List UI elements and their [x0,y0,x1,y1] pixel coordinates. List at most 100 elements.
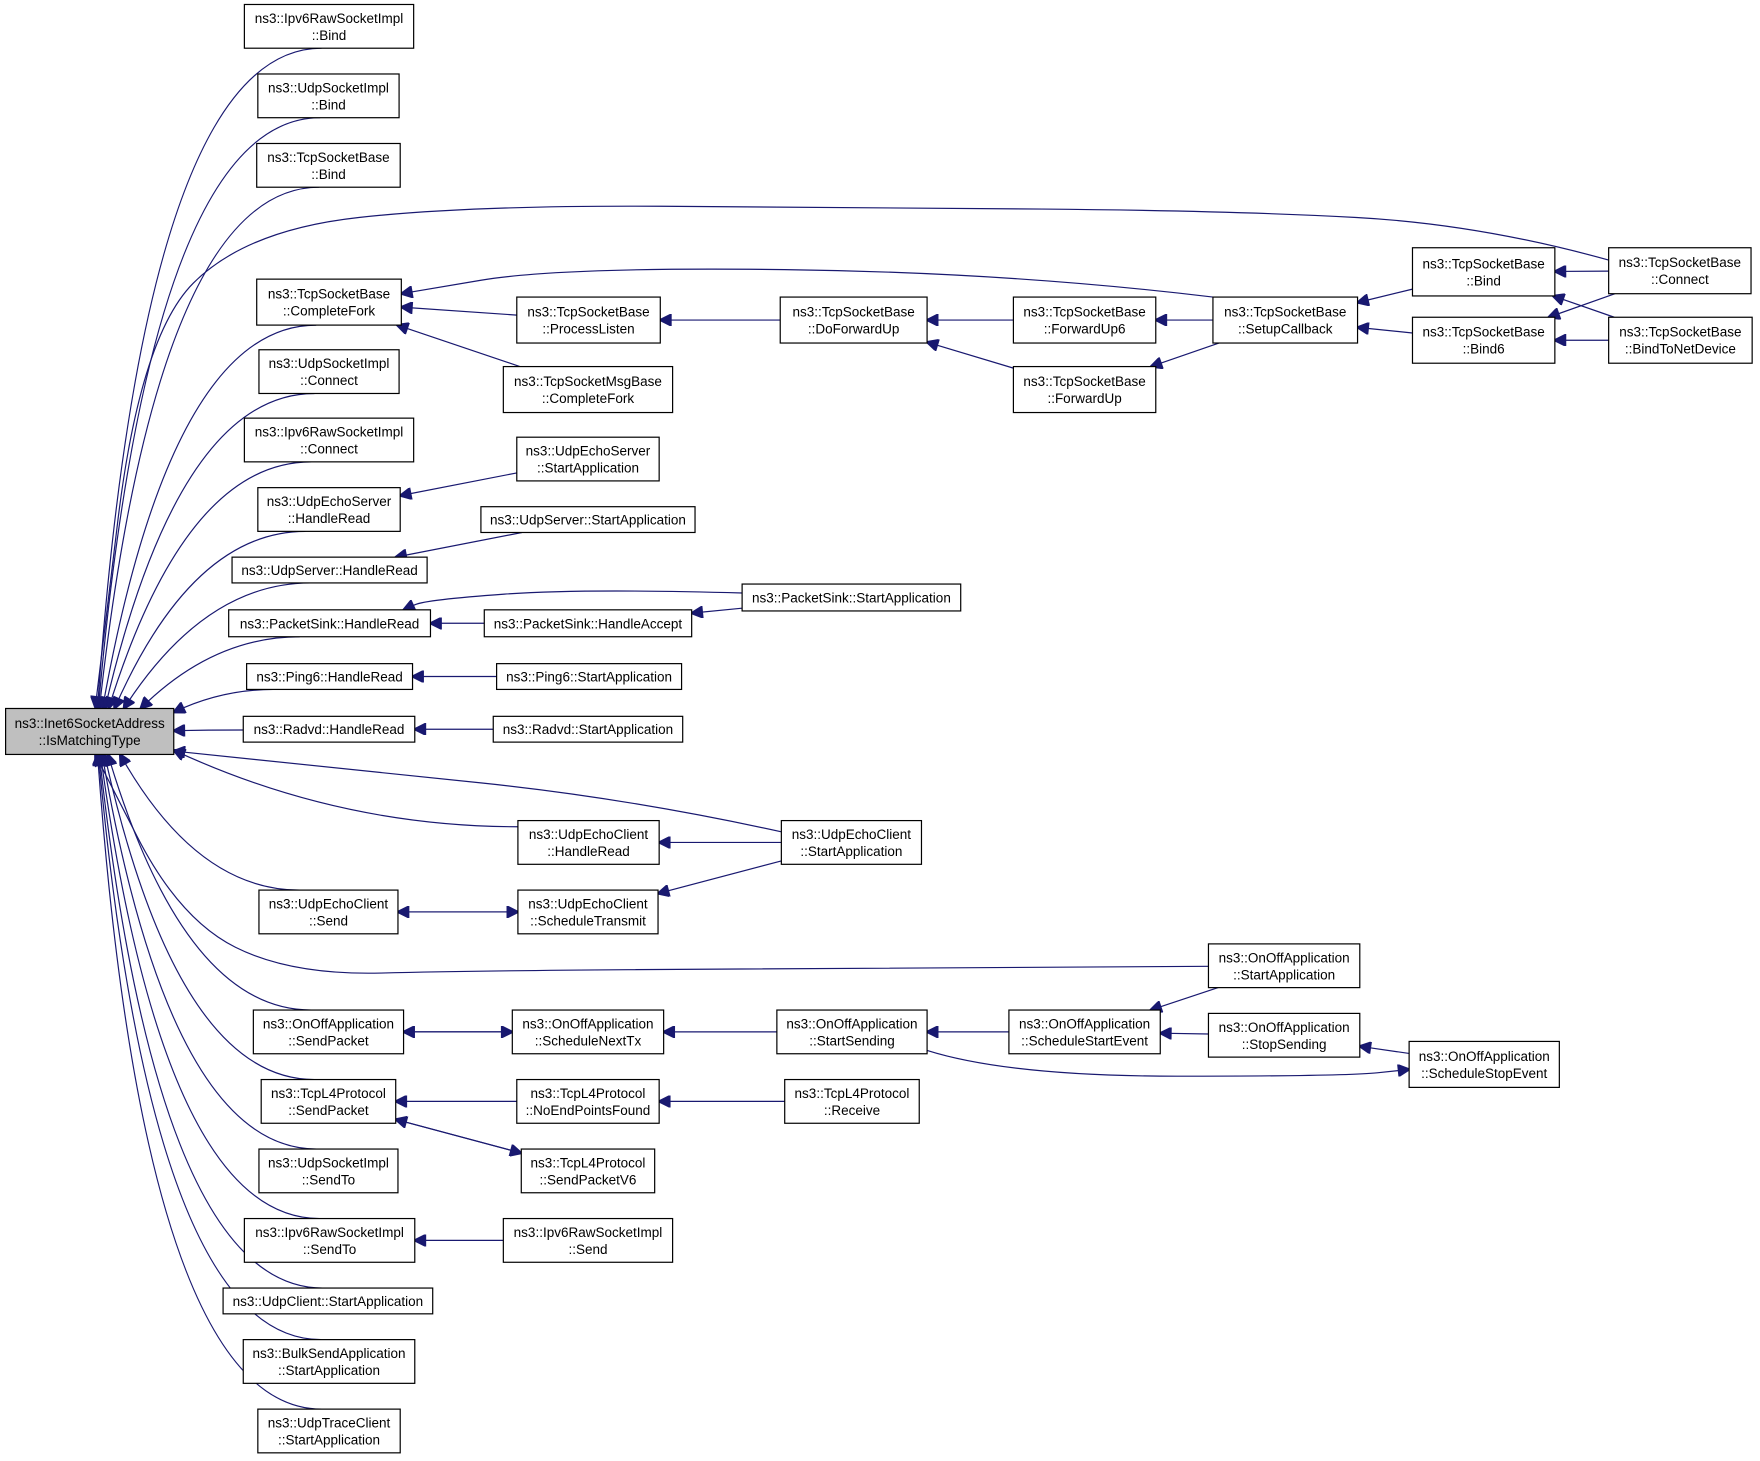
node-n34[interactable]: ns3::UdpEchoClient::StartApplication [780,819,923,865]
node-label: ns3::PacketSink::HandleRead [240,616,419,631]
node-n40[interactable]: ns3::OnOffApplication::ScheduleStartEven… [1008,1009,1161,1055]
node-label: ::StopSending [1242,1037,1327,1052]
node-label: ns3::OnOffApplication [263,1016,394,1031]
node-box [257,73,400,119]
node-box [243,417,415,463]
node-n39[interactable]: ns3::TcpSocketBase::ForwardUp [1012,365,1157,414]
edge-n42-to-n40 [1151,987,1219,1010]
node-n32[interactable]: ns3::Ipv6RawSocketImpl::Send [502,1217,674,1263]
node-n46[interactable]: ns3::OnOffApplication::ScheduleStopEvent [1408,1040,1560,1088]
node-n29[interactable]: ns3::OnOffApplication::ScheduleNextTx [511,1009,665,1055]
node-label: ::StartSending [809,1033,895,1048]
node-box [258,349,400,395]
node-label: ::CompleteFork [283,304,376,319]
node-n10[interactable]: ns3::Ping6::HandleRead [246,663,414,691]
node-n37[interactable]: ns3::TcpL4Protocol::Receive [784,1078,920,1124]
node-label: ns3::PacketSink::StartApplication [752,591,951,606]
node-label: ns3::TcpSocketBase [792,305,914,320]
node-box [502,365,674,414]
node-label: ns3::Ipv6RawSocketImpl [255,1225,404,1240]
node-n7[interactable]: ns3::UdpEchoServer::HandleRead [257,487,401,532]
node-n17[interactable]: ns3::Ipv6RawSocketImpl::SendTo [243,1217,416,1263]
edge-n48-to-n44 [1553,296,1615,318]
node-label: ns3::TcpSocketBase [268,287,390,302]
node-n43[interactable]: ns3::OnOffApplication::StopSending [1207,1012,1361,1058]
edge-n1-to-root [97,47,322,708]
node-box [1411,316,1556,364]
node-n3[interactable]: ns3::TcpSocketBase::Bind [256,142,401,188]
node-label: ns3::TcpL4Protocol [531,1155,646,1170]
node-n9[interactable]: ns3::PacketSink::HandleRead [228,609,432,638]
node-n6[interactable]: ns3::Ipv6RawSocketImpl::Connect [243,417,415,463]
node-n38[interactable]: ns3::TcpSocketBase::ForwardUp6 [1012,296,1157,344]
node-label: ns3::TcpL4Protocol [531,1086,646,1101]
node-label: ::ForwardUp6 [1044,322,1126,337]
node-n8[interactable]: ns3::UdpServer::HandleRead [231,556,428,584]
edge-n47-to-n45 [1549,293,1616,318]
node-label: ns3::TcpSocketBase [1224,305,1346,320]
node-box [1207,943,1361,989]
node-n36[interactable]: ns3::OnOffApplication::StartSending [776,1009,928,1055]
node-n18[interactable]: ns3::UdpClient::StartApplication [222,1287,434,1315]
node-n25[interactable]: ns3::PacketSink::HandleAccept [483,609,693,638]
node-n5[interactable]: ns3::UdpSocketImpl::Connect [258,349,400,395]
node-n30[interactable]: ns3::TcpL4Protocol::NoEndPointsFound [516,1078,660,1124]
edge-n14-to-root [108,754,312,1011]
node-box [741,583,962,612]
node-n27[interactable]: ns3::Radvd::StartApplication [492,715,684,743]
node-n19[interactable]: ns3::BulkSendApplication::StartApplicati… [242,1339,416,1384]
node-label: ns3::Inet6SocketAddress [15,716,165,731]
node-n1[interactable]: ns3::Ipv6RawSocketImpl::Bind [243,3,415,49]
node-n14[interactable]: ns3::OnOffApplication::SendPacket [252,1009,405,1055]
node-n42[interactable]: ns3::OnOffApplication::StartApplication [1207,943,1361,989]
node-n23[interactable]: ns3::UdpEchoServer::StartApplication [516,436,660,482]
node-n4[interactable]: ns3::TcpSocketBase::CompleteFork [256,278,402,326]
node-box [231,556,428,584]
node-n28[interactable]: ns3::UdpEchoClient::ScheduleTransmit [517,889,659,935]
node-label: ns3::UdpClient::StartApplication [233,1294,424,1309]
edge-n24-to-n8 [396,531,523,557]
edge-n2-to-root [98,117,321,709]
nodes: ns3::Inet6SocketAddress::IsMatchingTypen… [5,3,1753,1454]
node-n31[interactable]: ns3::TcpL4Protocol::SendPacketV6 [520,1148,656,1194]
node-box [483,609,693,638]
node-n35[interactable]: ns3::TcpSocketBase::DoForwardUp [779,296,928,344]
node-box [1411,247,1556,297]
edge-n7-to-root [114,530,306,708]
node-n20[interactable]: ns3::UdpTraceClient::StartApplication [257,1408,401,1454]
node-label: ::HandleRead [288,511,371,526]
node-n11[interactable]: ns3::Radvd::HandleRead [242,715,416,743]
node-box [257,487,401,532]
node-n16[interactable]: ns3::UdpSocketImpl::SendTo [258,1148,399,1194]
edges [95,47,1616,1410]
node-label: ns3::UdpEchoClient [529,827,649,842]
node-n44[interactable]: ns3::TcpSocketBase::Bind [1411,247,1556,297]
node-label: ns3::BulkSendApplication [252,1346,405,1361]
node-label: ns3::OnOffApplication [1419,1049,1550,1064]
node-n33[interactable]: ns3::PacketSink::StartApplication [741,583,962,612]
node-n12[interactable]: ns3::UdpEchoClient::HandleRead [517,819,660,865]
node-box [1207,1012,1361,1058]
node-box [257,1408,401,1454]
node-n48[interactable]: ns3::TcpSocketBase::BindToNetDevice [1608,316,1753,364]
node-label: ns3::Radvd::StartApplication [503,722,673,737]
node-label: ::Bind [311,167,346,182]
node-box [228,609,432,638]
node-n13[interactable]: ns3::UdpEchoClient::Send [258,889,399,935]
node-n21[interactable]: ns3::TcpSocketBase::ProcessListen [516,296,661,344]
node-n45[interactable]: ns3::TcpSocketBase::Bind6 [1411,316,1556,364]
node-n47[interactable]: ns3::TcpSocketBase::Connect [1608,247,1752,295]
node-n41[interactable]: ns3::TcpSocketBase::SetupCallback [1212,296,1359,344]
node-n24[interactable]: ns3::UdpServer::StartApplication [480,506,696,534]
node-n22[interactable]: ns3::TcpSocketMsgBase::CompleteFork [502,365,674,414]
node-n26[interactable]: ns3::Ping6::StartApplication [496,663,683,691]
node-label: ::Receive [824,1103,880,1118]
edge-n36-to-n46 [926,1049,1409,1077]
node-root[interactable]: ns3::Inet6SocketAddress::IsMatchingType [5,707,175,756]
edge-n8-to-root [124,582,311,709]
node-n15[interactable]: ns3::TcpL4Protocol::SendPacket [260,1078,397,1124]
node-box [516,436,660,482]
node-n2[interactable]: ns3::UdpSocketImpl::Bind [257,73,400,119]
edge-n34-to-root [174,751,782,833]
node-label: ::ScheduleTransmit [530,913,646,928]
